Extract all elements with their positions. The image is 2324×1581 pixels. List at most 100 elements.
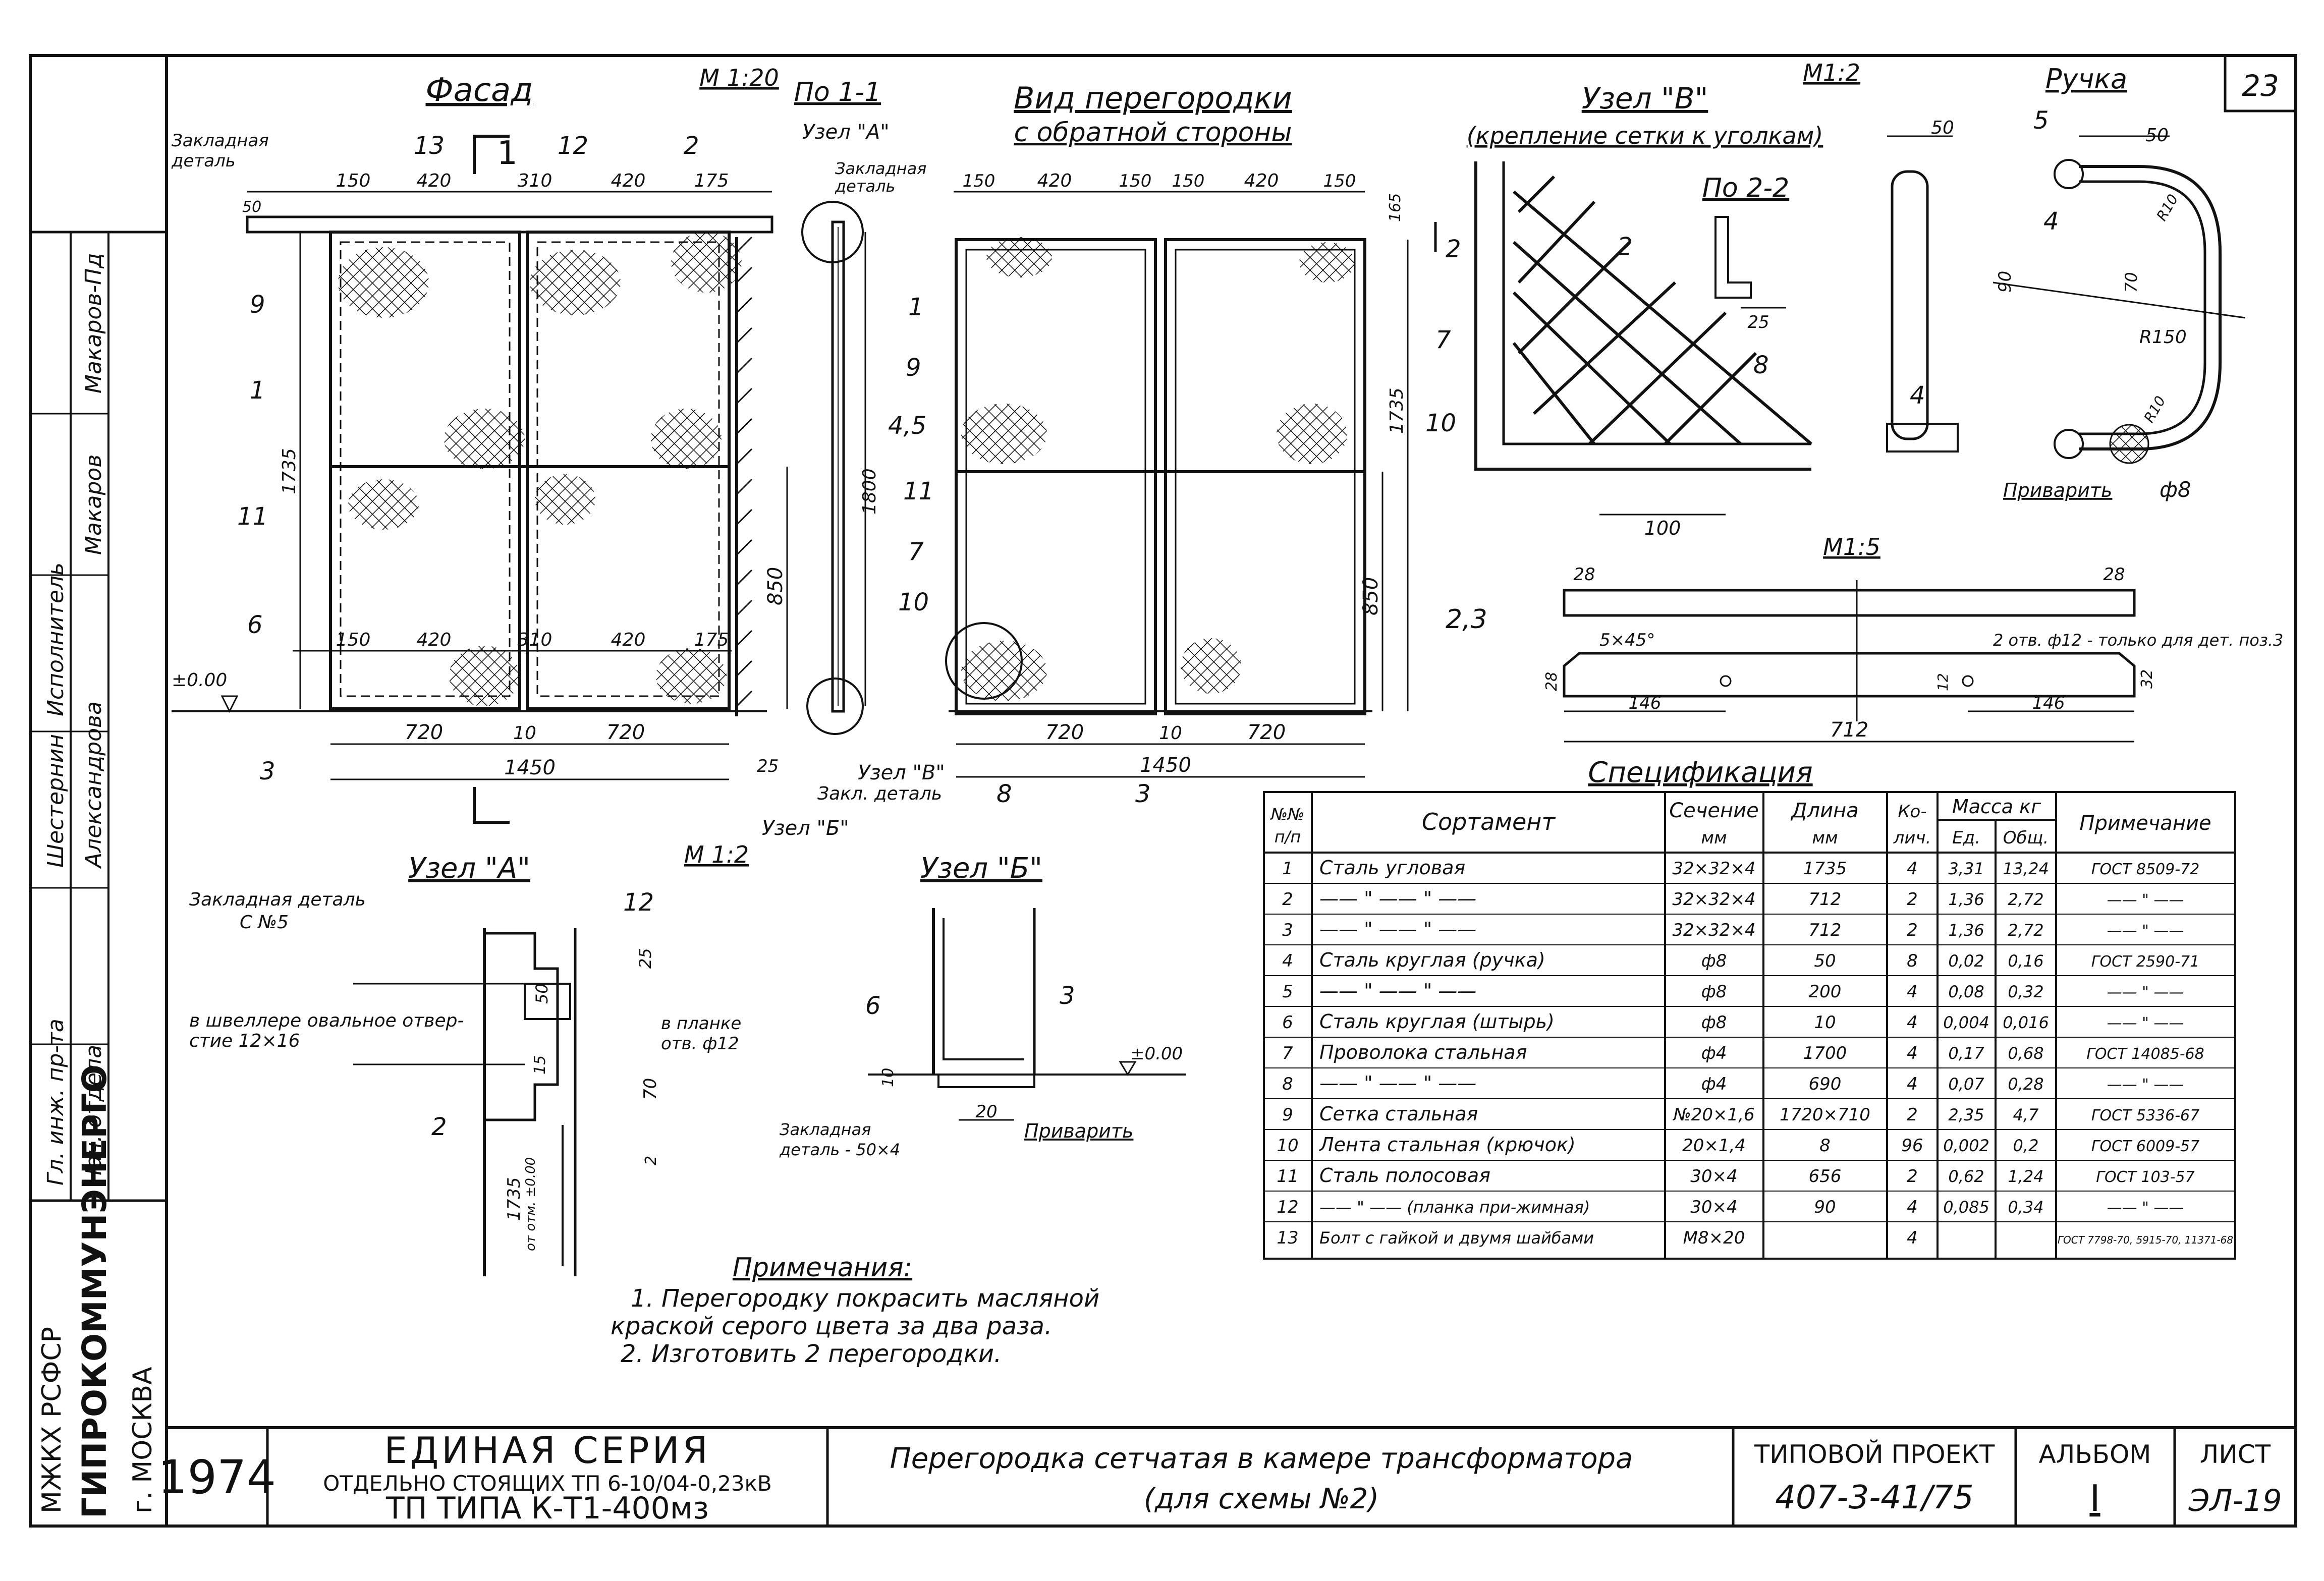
side-stamp: Гл. инж. пр-та Нач. отдела Исполнитель Ш…: [37, 253, 158, 1518]
node-a-label-6: отв. ф12: [661, 1034, 739, 1054]
spec-cell-r3-c7: 2,72: [2008, 921, 2043, 940]
spec-cell-r5-c6: 0,08: [1948, 982, 1984, 1001]
spec-cell-r9-c5: 2: [1907, 1105, 1918, 1125]
spec-cell-r6-c3: ф8: [1701, 1012, 1727, 1033]
handle-weld: Приварить: [2003, 479, 2112, 501]
spec-cell-r12-c3: 30×4: [1690, 1197, 1737, 1217]
project-label: ТИПОВОЙ ПРОЕКТ: [1754, 1439, 1995, 1469]
spec-cell-r4-c6: 0,02: [1948, 951, 1984, 971]
spec-cell-r2-c1: 2: [1282, 889, 1293, 910]
spec-cell-r11-c6: 0,62: [1948, 1167, 1984, 1186]
spec-cell-r13-c8: ГОСТ 7798-70, 5915-70, 11371-68: [2058, 1234, 2233, 1246]
facade-dim-bottom-2: 10: [513, 723, 536, 744]
facade-callout-1: 1: [250, 376, 265, 405]
spec-cell-r7-c6: 0,17: [1948, 1044, 1984, 1063]
spec-h-qty2: лич.: [1893, 828, 1931, 848]
spec-cell-r3-c2: —— " —— " ——: [1319, 918, 1476, 940]
strip-hole-note: 2 отв. ф12 - только для дет. поз.3: [1993, 631, 2283, 650]
node-a-label-2: С №5: [240, 912, 289, 933]
year: 1974: [158, 1450, 276, 1504]
spec-cell-r4-c3: ф8: [1701, 951, 1727, 971]
node-b-label-2: деталь - 50×4: [779, 1140, 900, 1159]
title-block: 1974 ЕДИНАЯ СЕРИЯ ОТДЕЛЬНО СТОЯЩИХ ТП 6-…: [158, 1429, 2282, 1526]
spec-cell-r12-c8: —— " ——: [2107, 1199, 2184, 1217]
series-line-1: ЕДИНАЯ СЕРИЯ: [384, 1429, 711, 1472]
spec-cell-r7-c4: 1700: [1803, 1043, 1847, 1063]
strip-scale: М1:5: [1823, 533, 1880, 560]
node-a-dim-2: 2: [642, 1156, 660, 1165]
section-1-1-view: По 1-1 Узел "А" Закладная деталь 4,5 180…: [762, 77, 945, 840]
handle-callout-4a: 4: [2043, 207, 2059, 236]
back-dim-165: 165: [1387, 193, 1404, 222]
notes-line-2: краской серого цвета за два раза.: [611, 1312, 1052, 1340]
facade-embedded-label-1: Закладная: [172, 131, 269, 151]
facade-level: ±0.00: [172, 670, 227, 691]
spec-h-mass-unit: Ед.: [1952, 828, 1980, 848]
strip-callout: 2,3: [1446, 604, 1487, 635]
facade-scale: М 1:20: [699, 64, 779, 91]
back-dim-850: 850: [1359, 577, 1382, 615]
spec-cell-r12-c4: 90: [1814, 1197, 1836, 1217]
spec-cell-r4-c8: ГОСТ 2590-71: [2091, 953, 2199, 971]
back-dim-top-5: 420: [1244, 171, 1279, 191]
spec-cell-r10-c1: 10: [1277, 1136, 1298, 1156]
notes-line-3: 2. Изготовить 2 перегородки.: [621, 1340, 1002, 1368]
spec-h-length1: Длина: [1790, 799, 1858, 822]
node-a-label-3: в швеллере овальное отвер-: [189, 1010, 464, 1031]
sheet-frame: [29, 54, 2297, 1528]
spec-cell-r3-c4: 712: [1809, 920, 1842, 940]
spec-cell-r11-c7: 1,24: [2008, 1167, 2043, 1186]
facade-dim-top-1: 150: [336, 171, 371, 191]
spec-cell-r10-c4: 8: [1819, 1136, 1831, 1156]
spec-cell-r7-c3: ф4: [1701, 1043, 1727, 1063]
spec-h-section2: мм: [1701, 828, 1727, 848]
facade-dim-in-4: 420: [611, 630, 646, 650]
list-label: ЛИСТ: [2200, 1440, 2271, 1469]
back-dim-top-1: 150: [963, 171, 995, 191]
spec-cell-r4-c5: 8: [1907, 951, 1918, 971]
spec-cell-r10-c6: 0,002: [1943, 1136, 1989, 1155]
spec-cell-r8-c5: 4: [1907, 1074, 1918, 1094]
strip-dim-146b: 146: [2032, 693, 2065, 713]
strip-dim-146a: 146: [1629, 693, 1662, 713]
spec-cell-r13-c2: Болт с гайкой и двумя шайбами: [1319, 1228, 1594, 1248]
spec-cell-r2-c2: —— " —— " ——: [1319, 887, 1476, 910]
spec-cell-r8-c3: ф4: [1701, 1074, 1727, 1094]
back-dim-top-6: 150: [1323, 171, 1356, 191]
section11-embedded-2b: Закл. деталь: [817, 783, 942, 804]
node-b-dim-10: 10: [879, 1068, 897, 1087]
spec-cell-r11-c5: 2: [1907, 1166, 1918, 1187]
spec-cell-r13-c1: 13: [1277, 1228, 1298, 1248]
facade-dim-top-3: 310: [518, 171, 552, 191]
facade-callout-11: 11: [237, 502, 268, 531]
spec-cell-r9-c1: 9: [1282, 1105, 1293, 1125]
strip-dim-12: 12: [1934, 673, 1951, 691]
project-number: 407-3-41/75: [1775, 1479, 1974, 1516]
section11-dim-1800: 1800: [859, 468, 880, 515]
back-callout-1: 1: [908, 293, 924, 321]
spec-cell-r10-c8: ГОСТ 6009-57: [2091, 1138, 2199, 1155]
spec-h-mass: Масса кг: [1952, 796, 2041, 818]
node-a-callout-12: 12: [623, 888, 654, 917]
node-b-title: Узел "Б": [920, 852, 1042, 885]
spec-cell-r4-c4: 50: [1814, 951, 1836, 971]
back-dim-bottom-2: 10: [1159, 723, 1182, 744]
spec-cell-r6-c4: 10: [1814, 1012, 1836, 1033]
spec-cell-r3-c3: 32×32×4: [1672, 920, 1755, 940]
spec-cell-r5-c8: —— " ——: [2107, 984, 2184, 1001]
back-dim-bottom-3: 720: [1247, 721, 1286, 744]
back-title-2: с обратной стороны: [1014, 118, 1292, 148]
node-v-callout-8: 8: [1753, 351, 1769, 379]
handle-dim-r10a: R10: [2153, 191, 2181, 223]
facade-embedded-label-2: деталь: [171, 151, 236, 171]
side-role-1: Гл. инж. пр-та: [43, 1019, 69, 1185]
node-b-label-4: ±0.00: [1130, 1044, 1183, 1064]
node-a-view: Узел "А" М 1:2 Закладная деталь С №5 в ш…: [189, 841, 749, 1276]
handle-dim-50b: 50: [2145, 125, 2169, 146]
node-v-section: По 2-2: [1702, 173, 1789, 203]
strip-view: М1:5 2,3 28 28 146 146 712 28 12 32 5×45…: [1446, 533, 2283, 743]
spec-cell-r6-c7: 0,016: [2003, 1013, 2049, 1032]
spec-cell-r7-c2: Проволока стальная: [1319, 1041, 1527, 1063]
node-v-callout-2a: 2: [1446, 235, 1461, 263]
